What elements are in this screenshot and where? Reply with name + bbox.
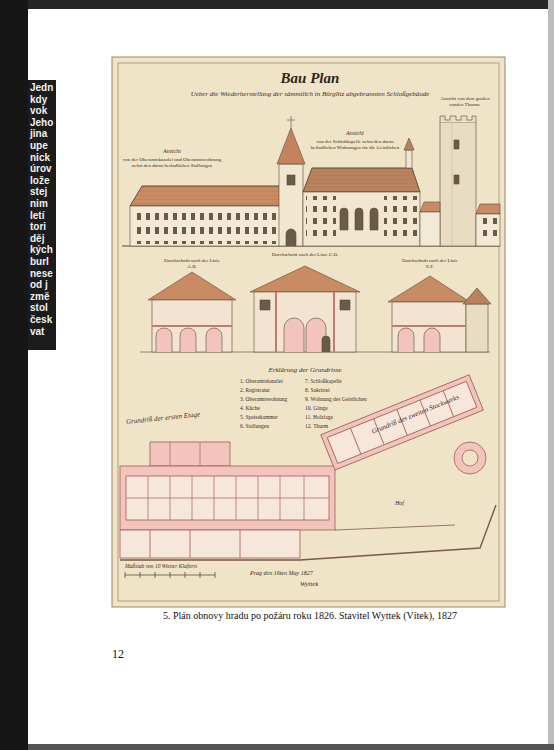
facing-page-fragment: letí [30,210,44,222]
plan-key-entry: 12. Thurm [305,423,328,429]
section-label: Durchschnitt nach der Linie C.D. [270,252,340,258]
facing-page-fragment: upe [30,140,48,152]
plan-key-entry: 6. Stallungen [240,423,269,429]
plan-key-entry: 10. Gänge [305,405,328,411]
view-label: Ansicht von dem großen runden Thurme [435,96,495,108]
facing-page-fragment: vat [30,326,44,338]
facing-page-fragment: stol [30,302,48,314]
facing-page-fragment: kých [30,244,53,256]
scale-label: Maßstab von 10 Wiener Klaftern [125,563,197,569]
facing-page-fragment: stej [30,186,47,198]
facing-page-fragment: vok [30,105,47,117]
page-number: 12 [112,648,124,662]
facing-page-fragment: nick [30,152,50,164]
plan-key-entry: 7. Schloßkapelle [305,378,342,384]
facing-page-fragment: úrov [30,163,52,175]
view-label: von der Schloßkapelle nebst den daran be… [305,139,405,151]
facing-page-fragment: jina [30,128,47,140]
facing-page-fragment: kdy [30,94,47,106]
section-label: Durchschnitt nach der Linie A.B. [160,258,224,270]
courtyard-label: Hof [395,500,404,507]
facing-page-fragment: burl [30,256,49,268]
facing-page-fragment: děj [30,233,44,245]
facing-page-fragment: nese [30,268,53,280]
signature-date: Prag den 16ten May 1827 [250,570,313,577]
plan-subtitle: Ueber die Wiederherstellung der sämmtlic… [191,90,430,98]
figure-caption: 5. Plán obnovy hradu po požáru roku 1826… [163,610,457,622]
facing-page-fragment: tori [30,221,46,233]
plan-key-entry: 9. Wohnung des Geistlichen [305,396,367,402]
facing-page-fragment: změ [30,291,49,303]
view-label: Ansicht [163,148,181,155]
view-label: von der Oberamtskanzlei und Oberamtswohn… [117,157,227,169]
plan-key-entry: 1. Oberamtskanzlei [240,378,283,384]
facing-page-fragment: Jedn [30,82,53,94]
legend-heading: Erklärung der Grundrisse [268,366,341,374]
plan-key-entry: 5. Speisekammer [240,414,278,420]
plan-key-entry: 11. Holzlage [305,414,333,420]
facing-page-fragment: od j [30,279,48,291]
plan-key-entry: 4. Küche [240,405,260,411]
section-label: Durchschnitt nach der Linie E.F. [398,258,462,270]
plan-key-entry: 3. Oberamtswohnung [240,396,287,402]
facing-page-fragment: nim [30,198,48,210]
plan-key-entry: 8. Sakristei [305,387,330,393]
plan-key-entry: 2. Registratur [240,387,270,393]
architect-signature: Wyttek [300,580,318,588]
view-label: Ansicht [346,130,364,137]
facing-page-fragment: lože [30,175,49,187]
facing-page-fragment: Jeho [30,117,53,129]
facing-page-fragment: česk [30,314,52,326]
plan-title: Bau Plan [281,70,340,87]
